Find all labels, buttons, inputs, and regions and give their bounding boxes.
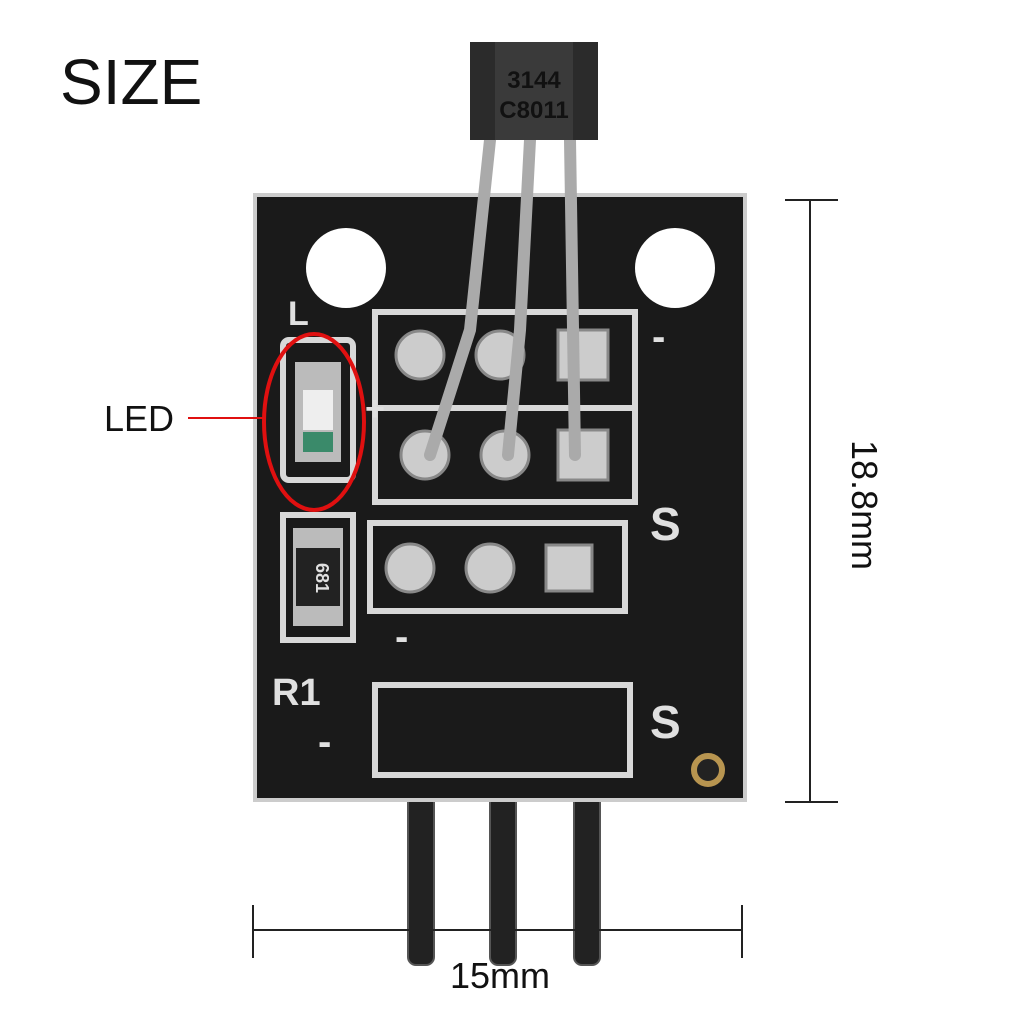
mounting-hole-right xyxy=(635,228,715,308)
silk-minus-left: - xyxy=(318,720,331,764)
silk-minus-bottom: - xyxy=(395,615,408,659)
height-dimension xyxy=(785,199,838,803)
silk-l: L xyxy=(288,295,309,333)
gold-pad xyxy=(691,753,725,787)
width-dimension xyxy=(252,905,743,958)
sensor-marking-2: C8011 xyxy=(499,97,568,124)
page-title: SIZE xyxy=(60,46,203,118)
width-label: 15mm xyxy=(450,955,551,996)
led-label: LED xyxy=(104,398,175,439)
silk-minus-top: - xyxy=(652,315,665,359)
height-label: 18.8mm xyxy=(844,440,885,571)
silk-s-bottom: S xyxy=(650,696,681,748)
mounting-hole-left xyxy=(306,228,386,308)
silk-s-mid: S xyxy=(650,498,681,550)
resistor-code: 681 xyxy=(312,563,332,593)
silk-plus: + xyxy=(365,390,385,428)
silk-r1: R1 xyxy=(272,672,321,714)
sensor-legs xyxy=(424,134,581,461)
led-callout-circle xyxy=(262,332,366,512)
sensor-marking-1: 3144 xyxy=(507,67,561,94)
